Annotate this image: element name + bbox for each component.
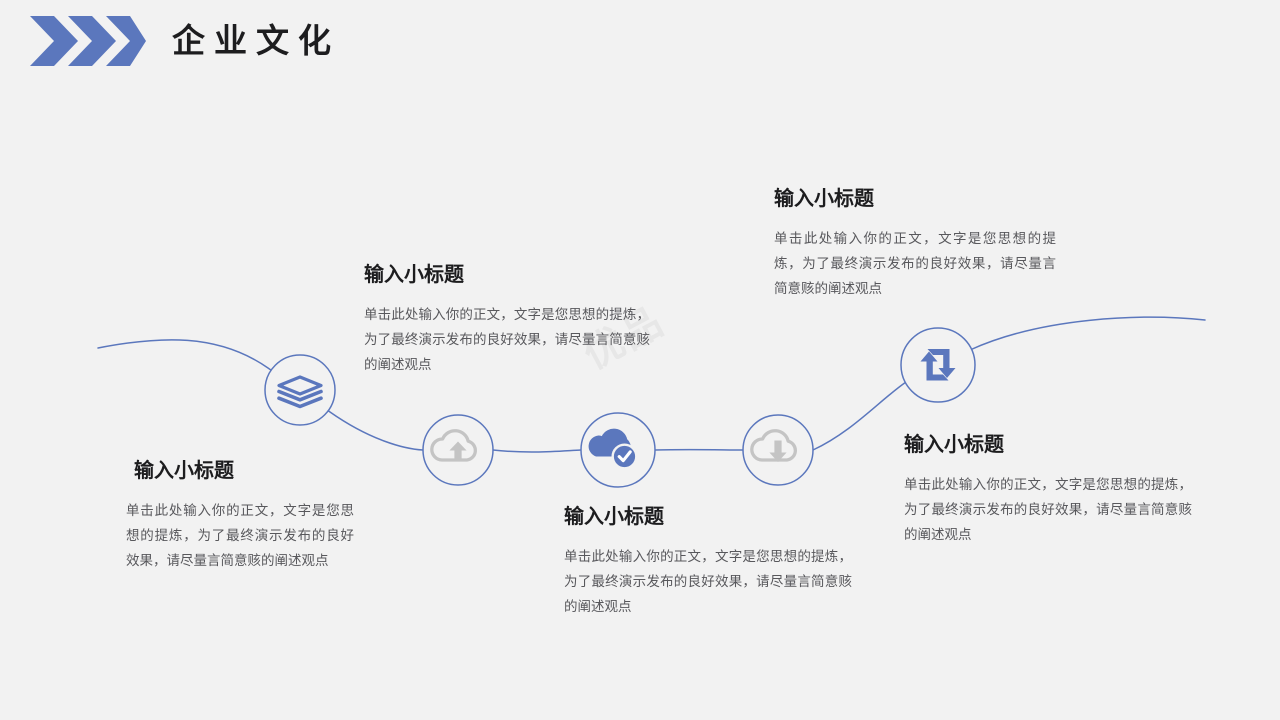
node-circle-4[interactable] — [742, 414, 814, 486]
text-block-5: 输入小标题 单击此处输入你的正文，文字是您思想的提炼，为了最终演示发布的良好效果… — [904, 432, 1192, 547]
block-body: 单击此处输入你的正文，文字是您思想的提炼，为了最终演示发布的良好效果，请尽量言简… — [564, 549, 852, 614]
page-title: 企业文化 — [172, 22, 340, 59]
block-body: 单击此处输入你的正文，文字是您思想的提炼，为了最终演示发布的良好效果，请尽量言简… — [904, 477, 1192, 542]
triple-chevron-right-icon — [30, 16, 146, 66]
node-circle-2[interactable] — [422, 414, 494, 486]
flow-node-5[interactable] — [900, 327, 976, 403]
node-circle-1[interactable] — [264, 354, 336, 426]
block-title: 输入小标题 — [364, 264, 464, 286]
flow-node-3[interactable] — [580, 412, 656, 488]
block-body: 单击此处输入你的正文，文字是您思想的提炼，为了最终演示发布的良好效果，请尽量言简… — [364, 307, 650, 372]
block-body: 单击此处输入你的正文，文字是您思想的提炼，为了最终演示发布的良好效果，请尽量言简… — [126, 503, 354, 568]
node-circle-5[interactable] — [900, 327, 976, 403]
block-title: 输入小标题 — [774, 188, 874, 210]
text-block-1: 输入小标题 单击此处输入你的正文，文字是您思想的提炼，为了最终演示发布的良好效果… — [126, 458, 354, 573]
block-body: 单击此处输入你的正文，文字是您思想的提炼，为了最终演示发布的良好效果，请尽量言简… — [774, 231, 1056, 296]
text-block-4: 输入小标题 单击此处输入你的正文，文字是您思想的提炼，为了最终演示发布的良好效果… — [774, 186, 1056, 301]
text-block-2: 输入小标题 单击此处输入你的正文，文字是您思想的提炼，为了最终演示发布的良好效果… — [364, 262, 650, 377]
node-circle-3[interactable] — [580, 412, 656, 488]
block-title: 输入小标题 — [564, 506, 664, 528]
block-title: 输入小标题 — [904, 434, 1004, 456]
slide-header: 企业文化 — [0, 0, 1280, 86]
flow-node-2[interactable] — [422, 414, 494, 486]
text-block-3: 输入小标题 单击此处输入你的正文，文字是您思想的提炼，为了最终演示发布的良好效果… — [564, 504, 852, 619]
flow-node-1[interactable] — [264, 354, 336, 426]
flow-node-4[interactable] — [742, 414, 814, 486]
block-title: 输入小标题 — [134, 460, 234, 482]
